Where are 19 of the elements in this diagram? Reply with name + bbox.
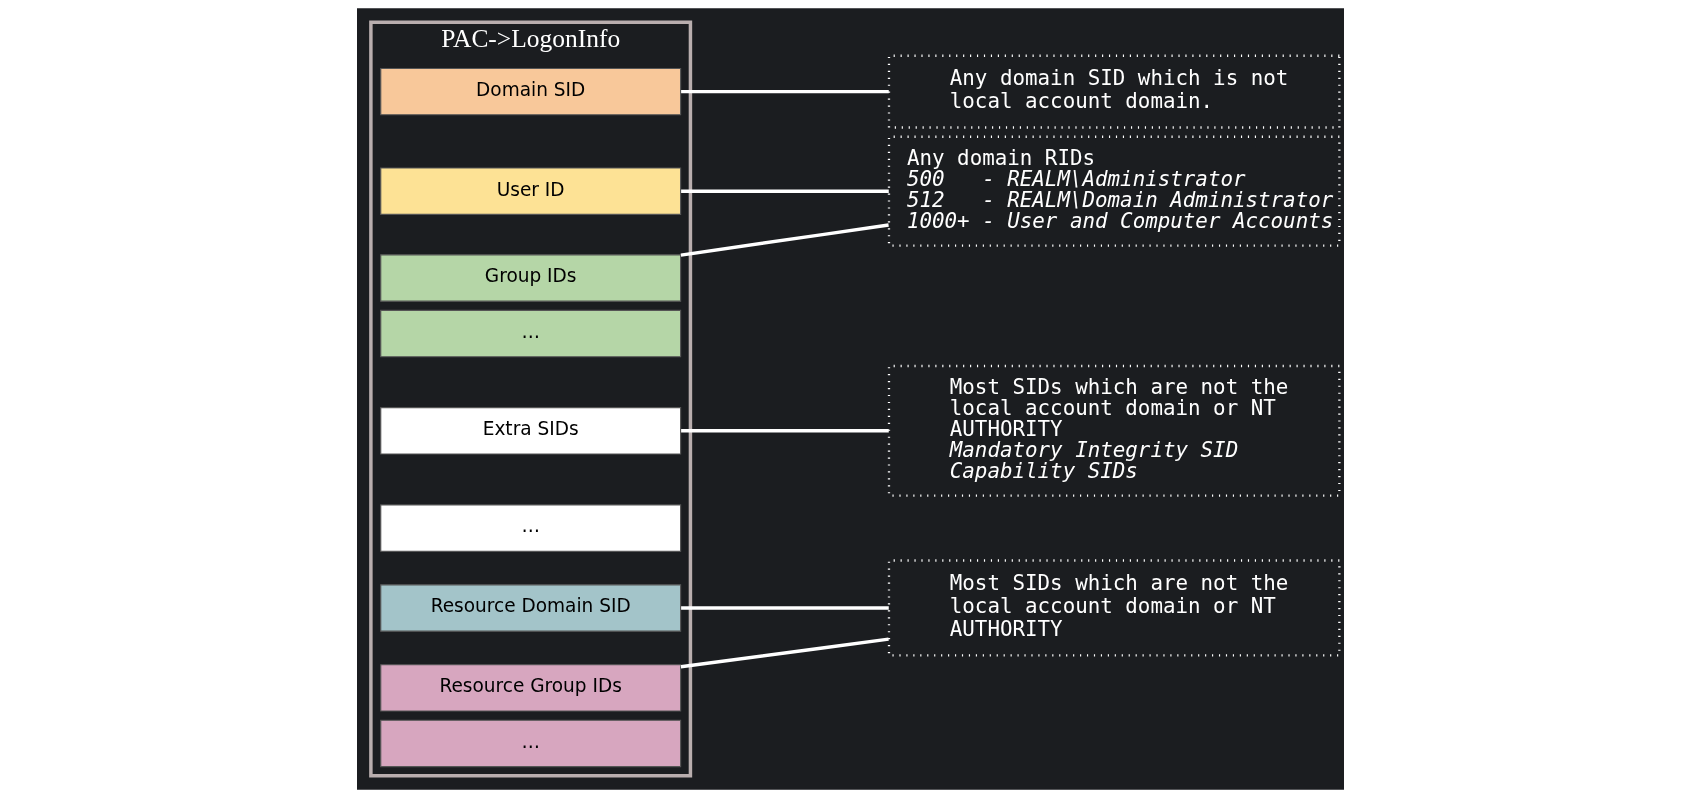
connector — [681, 429, 889, 433]
node-box: Any domain RIDs 500 - REALM\Administrator 512 - REALM\Domain Administrator 1000+ - User and Computer Accounts — [887, 135, 1341, 247]
node-box: … — [380, 504, 682, 552]
connector — [681, 89, 889, 94]
node-box: Most SIDs which are not the local account domain or NT AUTHORITY Mandatory Integrity SID Capability SIDs — [887, 364, 1341, 497]
node-box: User ID — [380, 167, 682, 215]
node-box: Resource Domain SID — [380, 584, 682, 632]
connector — [681, 606, 889, 610]
node-box: Any domain SID which is not local account domain. — [887, 54, 1341, 129]
node-box: Resource Group IDs — [380, 664, 682, 712]
node-box: Domain SID — [380, 67, 682, 116]
node-box: Extra SIDs — [380, 407, 682, 455]
connector — [681, 189, 889, 193]
node-box: … — [380, 309, 682, 358]
connector — [680, 637, 889, 669]
node-box: … — [380, 719, 682, 768]
node-box: Most SIDs which are not the local account domain or NT AUTHORITY — [887, 559, 1341, 657]
connector — [680, 223, 889, 257]
node-box: Group IDs — [380, 254, 682, 302]
